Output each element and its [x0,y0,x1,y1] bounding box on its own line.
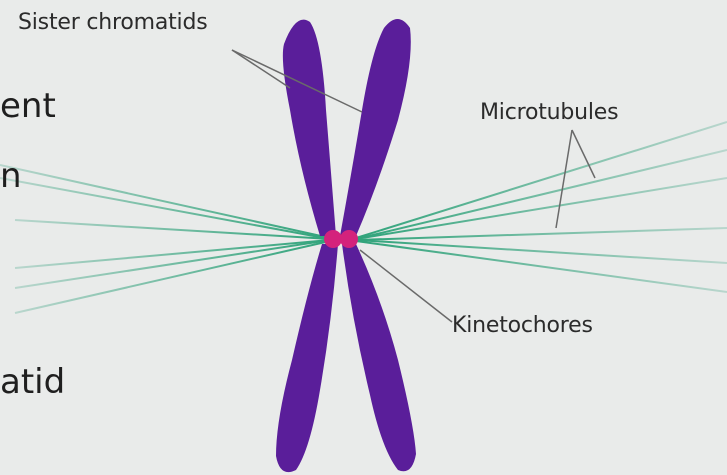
label-sister-chromatids: Sister chromatids [18,10,207,35]
leader-microtubule-1 [556,130,572,228]
leader-sister-1 [232,50,290,88]
chromatid-right-lower [342,244,416,471]
kinetochore-left [324,230,342,248]
chromatid-left-lower [276,244,338,472]
cut-text-line-3: atid [0,362,65,402]
cut-text-line-1: ent [0,86,56,126]
microtubules-left [0,165,330,313]
chromatid-right-upper [340,19,411,236]
leader-lines [232,50,595,322]
microtubules-right [356,122,727,292]
kinetochore-right [340,230,358,248]
label-microtubules: Microtubules [480,100,618,125]
chromatid-left-upper [283,20,336,236]
leader-microtubule-2 [572,130,595,178]
label-kinetochores: Kinetochores [452,313,593,338]
cut-text-line-2: n [0,156,22,196]
